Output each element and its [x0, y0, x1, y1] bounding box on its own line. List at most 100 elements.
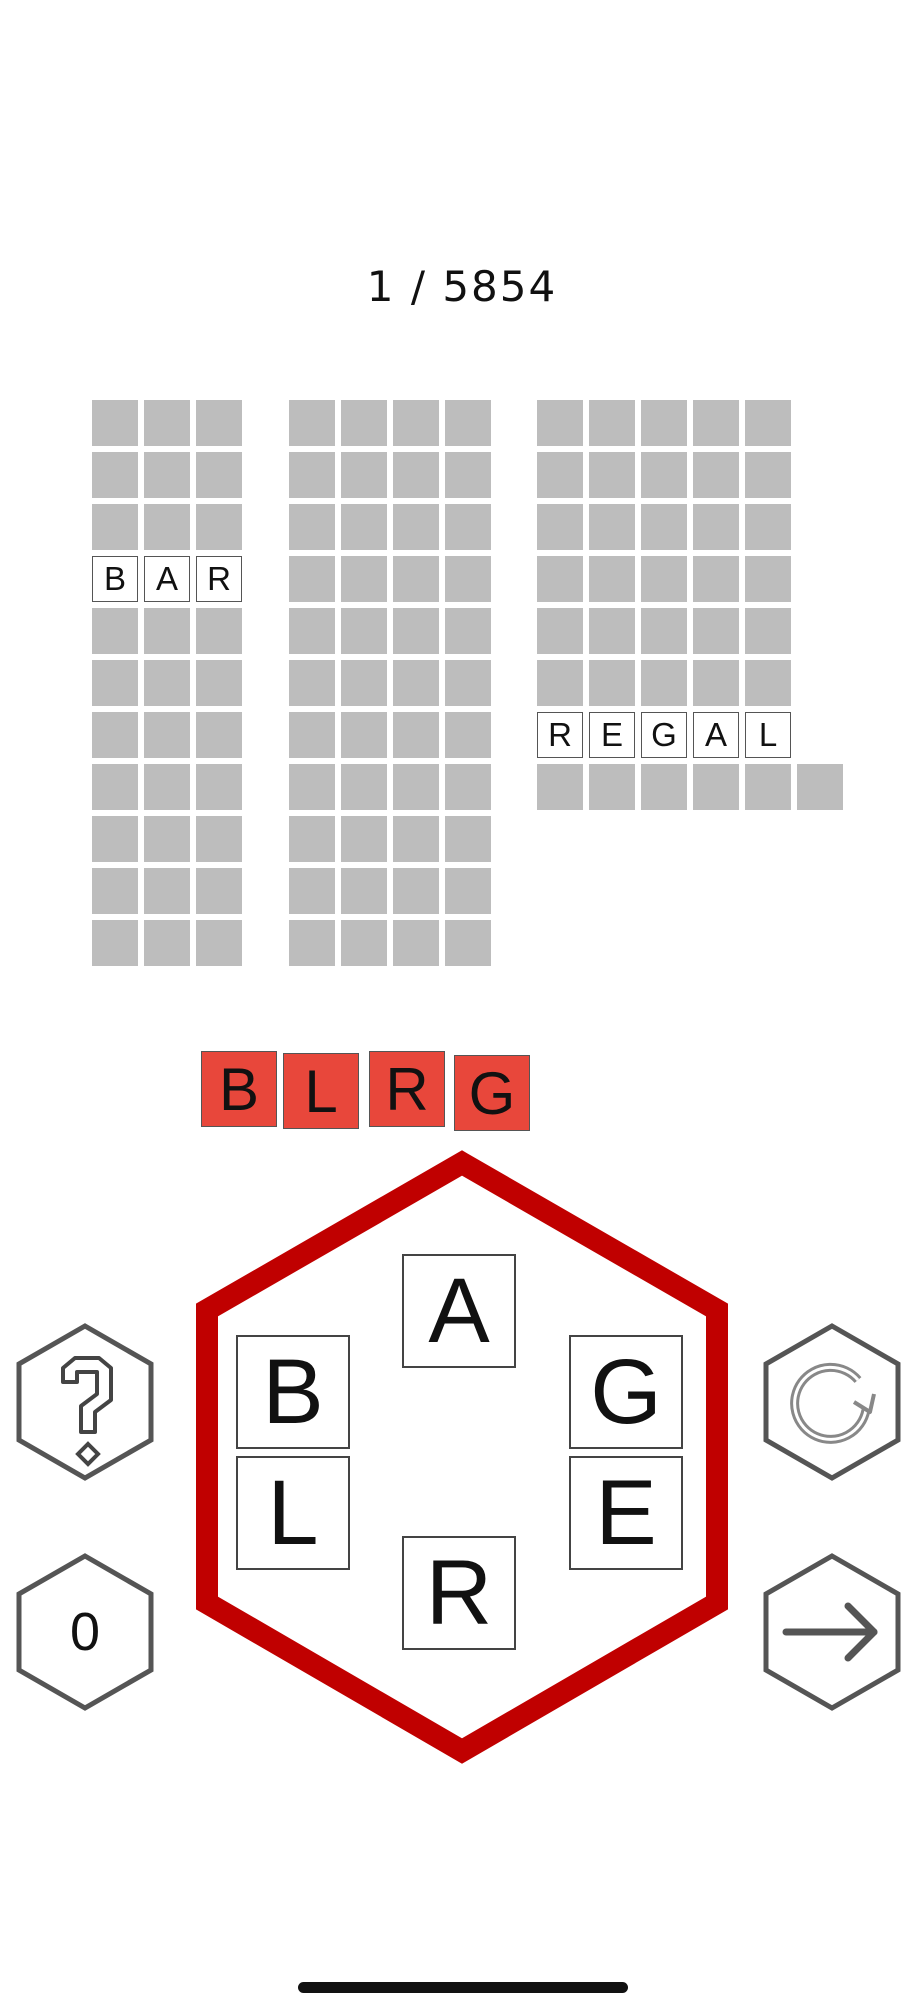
board-empty-cell: [589, 556, 635, 602]
hexagon-outline-icon: [16, 1553, 154, 1711]
board-empty-cell: [693, 400, 739, 446]
letter-wheel: [195, 1150, 729, 1764]
shuffle-button[interactable]: [762, 1322, 902, 1482]
hexagon-frame: [196, 1150, 728, 1764]
board-empty-cell: [445, 660, 491, 706]
board-letter-cell: E: [589, 712, 635, 758]
board-empty-cell: [393, 764, 439, 810]
board-empty-cell: [445, 504, 491, 550]
hint-button[interactable]: 0: [15, 1552, 155, 1712]
board-empty-cell: [341, 920, 387, 966]
board-empty-cell: [289, 556, 335, 602]
board-empty-cell: [341, 608, 387, 654]
board-empty-cell: [641, 764, 687, 810]
board-empty-cell: [393, 608, 439, 654]
board-empty-cell: [537, 556, 583, 602]
board-empty-cell: [537, 660, 583, 706]
board-empty-cell: [92, 660, 138, 706]
board-empty-cell: [537, 504, 583, 550]
board-empty-cell: [92, 608, 138, 654]
wheel-letter-upper-right[interactable]: G: [569, 1335, 683, 1449]
board-empty-cell: [289, 400, 335, 446]
board-empty-cell: [745, 556, 791, 602]
board-empty-cell: [589, 504, 635, 550]
board-empty-cell: [745, 660, 791, 706]
arrow-right-icon: [763, 1553, 901, 1711]
board-empty-cell: [745, 608, 791, 654]
board-empty-cell: [289, 504, 335, 550]
wheel-letter-bottom[interactable]: R: [402, 1536, 516, 1650]
hint-count: 0: [69, 1602, 101, 1662]
board-empty-cell: [144, 400, 190, 446]
board-empty-cell: [589, 608, 635, 654]
board-empty-cell: [92, 504, 138, 550]
board-empty-cell: [144, 816, 190, 862]
board-empty-cell: [92, 712, 138, 758]
board-empty-cell: [144, 764, 190, 810]
board-empty-cell: [196, 764, 242, 810]
board-empty-cell: [289, 764, 335, 810]
board-empty-cell: [393, 920, 439, 966]
next-button[interactable]: [762, 1552, 902, 1712]
board-empty-cell: [196, 712, 242, 758]
wheel-letter-lower-left[interactable]: L: [236, 1456, 350, 1570]
board-empty-cell: [537, 452, 583, 498]
board-empty-cell: [341, 660, 387, 706]
board-empty-cell: [445, 452, 491, 498]
wheel-letter-upper-left[interactable]: B: [236, 1335, 350, 1449]
selected-letter-tile: B: [201, 1051, 277, 1127]
board-empty-cell: [92, 764, 138, 810]
board-empty-cell: [92, 920, 138, 966]
board-empty-cell: [196, 452, 242, 498]
board-letter-cell: B: [92, 556, 138, 602]
board-empty-cell: [196, 868, 242, 914]
board-empty-cell: [445, 868, 491, 914]
board-empty-cell: [289, 712, 335, 758]
board-empty-cell: [393, 816, 439, 862]
board-empty-cell: [693, 764, 739, 810]
board-empty-cell: [641, 452, 687, 498]
board-empty-cell: [537, 764, 583, 810]
board-empty-cell: [641, 504, 687, 550]
board-empty-cell: [196, 920, 242, 966]
board-empty-cell: [144, 452, 190, 498]
board-empty-cell: [341, 400, 387, 446]
level-counter: 1 / 5854: [366, 262, 558, 311]
board-empty-cell: [445, 816, 491, 862]
board-empty-cell: [341, 712, 387, 758]
board-empty-cell: [393, 452, 439, 498]
board-empty-cell: [289, 816, 335, 862]
board-empty-cell: [196, 660, 242, 706]
board-empty-cell: [92, 816, 138, 862]
board-empty-cell: [589, 452, 635, 498]
board-empty-cell: [92, 452, 138, 498]
board-empty-cell: [641, 660, 687, 706]
wheel-letter-top[interactable]: A: [402, 1254, 516, 1368]
board-empty-cell: [341, 816, 387, 862]
help-button[interactable]: [15, 1322, 155, 1482]
board-empty-cell: [589, 400, 635, 446]
board-letter-cell: R: [196, 556, 242, 602]
wheel-letter-lower-right[interactable]: E: [569, 1456, 683, 1570]
board-letter-cell: R: [537, 712, 583, 758]
board-letter-cell: L: [745, 712, 791, 758]
question-mark-icon: [16, 1323, 154, 1481]
board-empty-cell: [196, 608, 242, 654]
board-empty-cell: [589, 660, 635, 706]
board-empty-cell: [693, 660, 739, 706]
board-empty-cell: [445, 764, 491, 810]
board-empty-cell: [537, 608, 583, 654]
board-empty-cell: [289, 608, 335, 654]
board-empty-cell: [641, 608, 687, 654]
board-empty-cell: [393, 400, 439, 446]
board-empty-cell: [641, 400, 687, 446]
board-empty-cell: [341, 452, 387, 498]
board-empty-cell: [797, 764, 843, 810]
selected-letter-tile: L: [283, 1053, 359, 1129]
board-empty-cell: [341, 764, 387, 810]
board-empty-cell: [393, 660, 439, 706]
board-letter-cell: G: [641, 712, 687, 758]
board-empty-cell: [693, 504, 739, 550]
board-empty-cell: [144, 920, 190, 966]
board-empty-cell: [289, 920, 335, 966]
